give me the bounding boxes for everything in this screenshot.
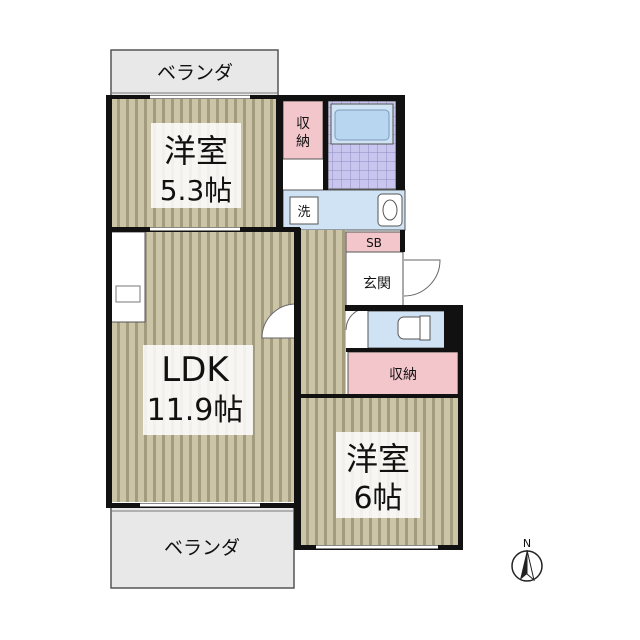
bedroom-1-name: 洋室 [164,132,228,170]
bedroom-2-name: 洋室 [346,440,410,478]
openings [140,95,438,549]
bedroom-1-size: 5.3帖 [160,174,233,207]
ldk-size: 11.9帖 [147,393,244,428]
veranda-bottom: ベランダ [110,506,295,589]
veranda-top: ベランダ [110,49,279,98]
bedroom-2-size: 6帖 [353,481,402,516]
toilet [345,307,446,349]
closet-1: 収 納 [282,100,324,160]
bathroom [327,100,397,190]
north-compass-icon: N [511,537,543,582]
veranda-bottom-label: ベランダ [164,537,240,559]
bedroom-2: 洋室 6帖 [297,398,459,549]
washer-label: 洗 [297,205,310,220]
closet-1-line1: 収 [296,116,310,132]
closet-1-line2: 納 [296,134,310,150]
ldk: LDK 11.9帖 [110,230,297,502]
closet-2: 収納 [347,351,459,396]
entrance-label: 玄関 [363,275,391,292]
washroom: 洗 [282,189,406,231]
veranda-top-label: ベランダ [157,62,233,84]
compass-label: N [523,537,531,550]
corridor [300,230,346,398]
shoe-box-label: SB [366,236,382,250]
closet-2-label: 収納 [389,367,417,383]
bedroom-1: 洋室 5.3帖 [111,97,278,229]
entrance: SB 玄関 [345,231,441,311]
ldk-name: LDK [161,350,230,390]
